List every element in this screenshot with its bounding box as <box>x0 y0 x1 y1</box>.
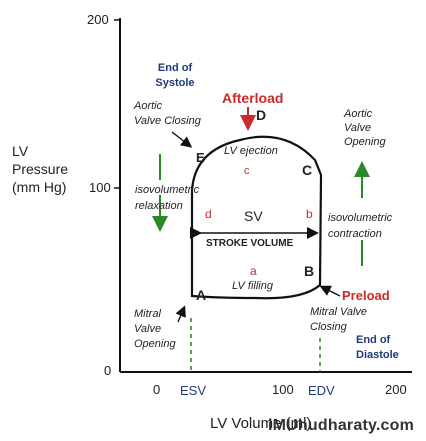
lv-ejection-label: LV ejection <box>224 145 278 157</box>
lv-filling-label: LV filling <box>232 280 273 292</box>
x-tick-label-200: 200 <box>385 382 407 397</box>
iso-contraction-line2: contraction <box>328 228 382 240</box>
y-axis-label-line1: LV <box>12 143 29 159</box>
preload-label: Preload <box>342 288 390 303</box>
end-diastole-line1: End of <box>356 334 391 346</box>
esv-label: ESV <box>180 383 207 398</box>
point-b-label: B <box>304 263 315 279</box>
pv-loop <box>190 135 323 300</box>
segment-d-label: d <box>205 207 212 221</box>
mitral-opening-line1: Mitral <box>134 308 161 320</box>
aortic-opening-line2: Valve <box>344 122 372 134</box>
x-tick-label-100: 100 <box>272 382 294 397</box>
stroke-volume-label: STROKE VOLUME <box>206 238 294 249</box>
sv-label: SV <box>244 208 263 224</box>
mitral-opening-line3: Opening <box>134 338 176 350</box>
afterload-label: Afterload <box>222 90 284 106</box>
mitral-opening-pointer <box>175 305 186 323</box>
preload-pointer <box>319 285 341 297</box>
mitral-closing-line2: Closing <box>310 321 347 333</box>
point-a-label: A <box>196 287 207 303</box>
y-axis-label-line3: (mm Hg) <box>12 179 67 195</box>
watermark: iMUhudharaty.com <box>268 417 415 434</box>
aortic-opening-line1: Aortic <box>344 108 373 120</box>
aortic-opening-line3: Opening <box>344 136 386 148</box>
iso-relaxation-line2: relaxation <box>135 200 183 212</box>
mitral-opening-line2: Valve <box>134 323 162 335</box>
segment-b-label: b <box>306 207 313 221</box>
y-tick-label-0: 0 <box>104 363 112 378</box>
end-diastole-line2: Diastole <box>356 349 399 361</box>
aortic-closing-line2: Valve Closing <box>134 115 201 127</box>
end-systole-line2: Systole <box>155 77 195 89</box>
point-c-label: C <box>302 162 313 178</box>
y-tick-label-200: 200 <box>87 12 109 27</box>
point-e-label: E <box>196 150 205 165</box>
iso-relaxation-line1: isovolumetric <box>135 184 200 196</box>
segment-c-label: c <box>244 165 250 177</box>
aortic-closing-pointer <box>171 131 193 148</box>
edv-label: EDV <box>308 383 335 398</box>
y-tick-label-100: 100 <box>89 180 111 195</box>
x-axis-label: LV Volume (ml) <box>210 415 312 432</box>
end-systole-line1: End of <box>157 62 193 74</box>
point-d-label: D <box>256 107 267 123</box>
iso-contraction-line1: isovolumetric <box>328 212 393 224</box>
mitral-closing-line1: Mitral Valve <box>310 306 368 318</box>
segment-a-label: a <box>250 264 257 278</box>
x-tick-label-0: 0 <box>153 382 161 397</box>
aortic-closing-line1: Aortic <box>134 100 163 112</box>
y-axis-label-line2: Pressure <box>12 161 69 177</box>
